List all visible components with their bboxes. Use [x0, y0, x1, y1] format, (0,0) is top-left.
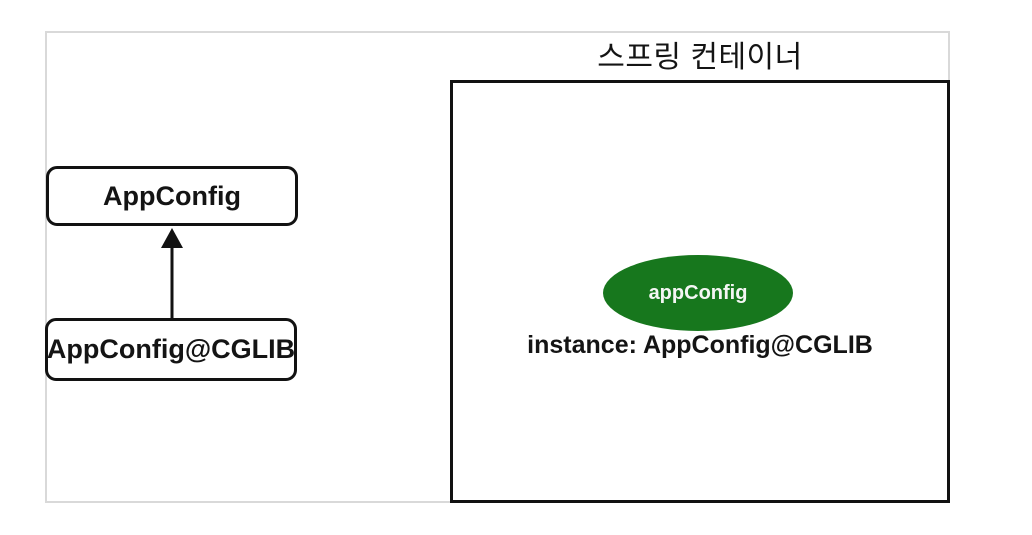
appconfig-cglib-class-label: AppConfig@CGLIB	[46, 334, 296, 364]
spring-container-title: 스프링 컨테이너	[597, 41, 803, 74]
appconfig-class-box: AppConfig	[46, 166, 298, 226]
appconfig-class-label: AppConfig	[103, 180, 241, 211]
instance-label: instance: AppConfig@CGLIB	[527, 331, 873, 359]
appconfig-cglib-class-box: AppConfig@CGLIB	[45, 318, 297, 381]
appconfig-bean-label: appConfig	[648, 281, 748, 304]
appconfig-bean-ellipse: appConfig	[603, 255, 793, 331]
spring-container-box	[450, 80, 950, 503]
inheritance-arrow-icon	[161, 228, 183, 319]
